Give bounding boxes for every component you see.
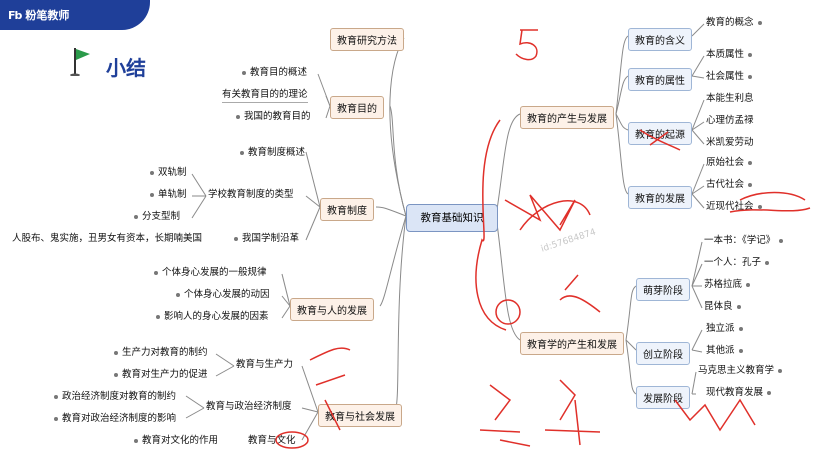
bullet-icon	[738, 326, 743, 331]
person-item: 个体身心发展的动因	[172, 288, 270, 302]
bullet-icon	[748, 52, 753, 57]
bullet-icon	[748, 182, 753, 187]
attr-node[interactable]: 教育的属性	[628, 68, 692, 91]
prod-item: 教育对生产力的促进	[110, 368, 208, 382]
bud-item: 一个人：孔子	[704, 256, 773, 270]
bullet-icon	[150, 170, 154, 175]
aim-item: 我国的教育目的	[232, 110, 311, 124]
bullet-icon	[240, 150, 244, 155]
attr-item: 社会属性	[706, 70, 756, 84]
flag-icon	[70, 48, 90, 76]
source-node[interactable]: 教育的起源	[628, 122, 692, 145]
create-node[interactable]: 创立阶段	[636, 342, 690, 365]
meaning-node[interactable]: 教育的含义	[628, 28, 692, 51]
bullet-icon	[757, 204, 762, 209]
bullet-icon	[748, 160, 753, 165]
brand-logo: Fb 粉笔教师	[0, 0, 150, 30]
econ-item: 政治经济制度对教育的制约	[50, 390, 176, 404]
source-item: 本能生利息	[706, 93, 754, 104]
bullet-icon	[767, 390, 772, 395]
bullet-icon	[156, 314, 160, 319]
page-title: 小结	[106, 56, 146, 80]
bullet-icon	[757, 20, 762, 25]
logo-mark: Fb	[8, 8, 22, 22]
bud-item: 苏格拉底	[704, 278, 754, 292]
society-node[interactable]: 教育与社会发展	[318, 404, 402, 427]
attr-item: 本质属性	[706, 48, 756, 62]
culture-item: 教育对文化的作用	[130, 434, 218, 448]
bullet-icon	[236, 114, 240, 119]
bud-item: 一本书：《学记》	[704, 234, 787, 248]
method-node[interactable]: 教育研究方法	[330, 28, 404, 51]
develop-item: 近现代社会	[706, 200, 766, 214]
bullet-icon	[242, 70, 246, 75]
develop-item: 原始社会	[706, 156, 756, 170]
pedagogy-node[interactable]: 教育学的产生和发展	[520, 332, 624, 355]
aim-item: 有关教育目的的理论	[222, 88, 308, 103]
bud-node[interactable]: 萌芽阶段	[636, 278, 690, 301]
dev-item: 马克思主义教育学	[698, 364, 786, 378]
bullet-icon	[134, 438, 138, 443]
dev-node[interactable]: 发展阶段	[636, 386, 690, 409]
source-item: 心理仿孟禄	[706, 115, 754, 126]
bullet-icon	[54, 416, 58, 421]
logo-text: 粉笔教师	[25, 9, 70, 22]
bullet-icon	[746, 282, 751, 287]
bullet-icon	[765, 260, 770, 265]
system-type: 分支型制	[130, 210, 180, 224]
bullet-icon	[748, 74, 753, 79]
develop-item: 古代社会	[706, 178, 756, 192]
culture-node: 教育与文化	[248, 435, 296, 446]
bullet-icon	[176, 292, 180, 297]
system-history: 人股布、鬼实施，丑男女有资本，长期喃美国	[12, 233, 203, 244]
person-node[interactable]: 教育与人的发展	[290, 298, 374, 321]
bud-item: 昆体良	[704, 300, 745, 314]
system-type: 单轨制	[146, 188, 187, 202]
bullet-icon	[54, 394, 58, 399]
bullet-icon	[779, 238, 784, 243]
system-type: 双轨制	[146, 166, 187, 180]
create-item: 独立派	[706, 322, 747, 336]
system-item: 学校教育制度的类型	[208, 189, 294, 200]
prod-node: 教育与生产力	[236, 359, 294, 370]
aim-node[interactable]: 教育目的	[330, 96, 384, 119]
bullet-icon	[736, 304, 741, 309]
system-item: 教育制度概述	[236, 146, 305, 160]
bullet-icon	[778, 368, 783, 373]
develop-node[interactable]: 教育的发展	[628, 186, 692, 209]
dev-item: 现代教育发展	[706, 386, 775, 400]
origin-node[interactable]: 教育的产生与发展	[520, 106, 614, 129]
bullet-icon	[114, 372, 118, 377]
bullet-icon	[234, 236, 238, 241]
bullet-icon	[134, 214, 138, 219]
prod-item: 生产力对教育的制约	[110, 346, 208, 360]
system-node[interactable]: 教育制度	[320, 198, 374, 221]
econ-item: 教育对政治经济制度的影响	[50, 412, 176, 426]
system-item: 我国学制沿革	[230, 232, 299, 246]
person-item: 影响人的身心发展的因素	[152, 310, 269, 324]
create-item: 其他派	[706, 344, 747, 358]
source-item: 米凯爱劳动	[706, 137, 754, 148]
aim-item: 教育目的概述	[238, 66, 307, 80]
bullet-icon	[154, 270, 158, 275]
bullet-icon	[114, 350, 118, 355]
meaning-item: 教育的概念	[706, 16, 766, 30]
bullet-icon	[738, 348, 743, 353]
econ-node: 教育与政治经济制度	[206, 401, 292, 412]
person-item: 个体身心发展的一般规律	[150, 266, 267, 280]
bullet-icon	[150, 192, 154, 197]
